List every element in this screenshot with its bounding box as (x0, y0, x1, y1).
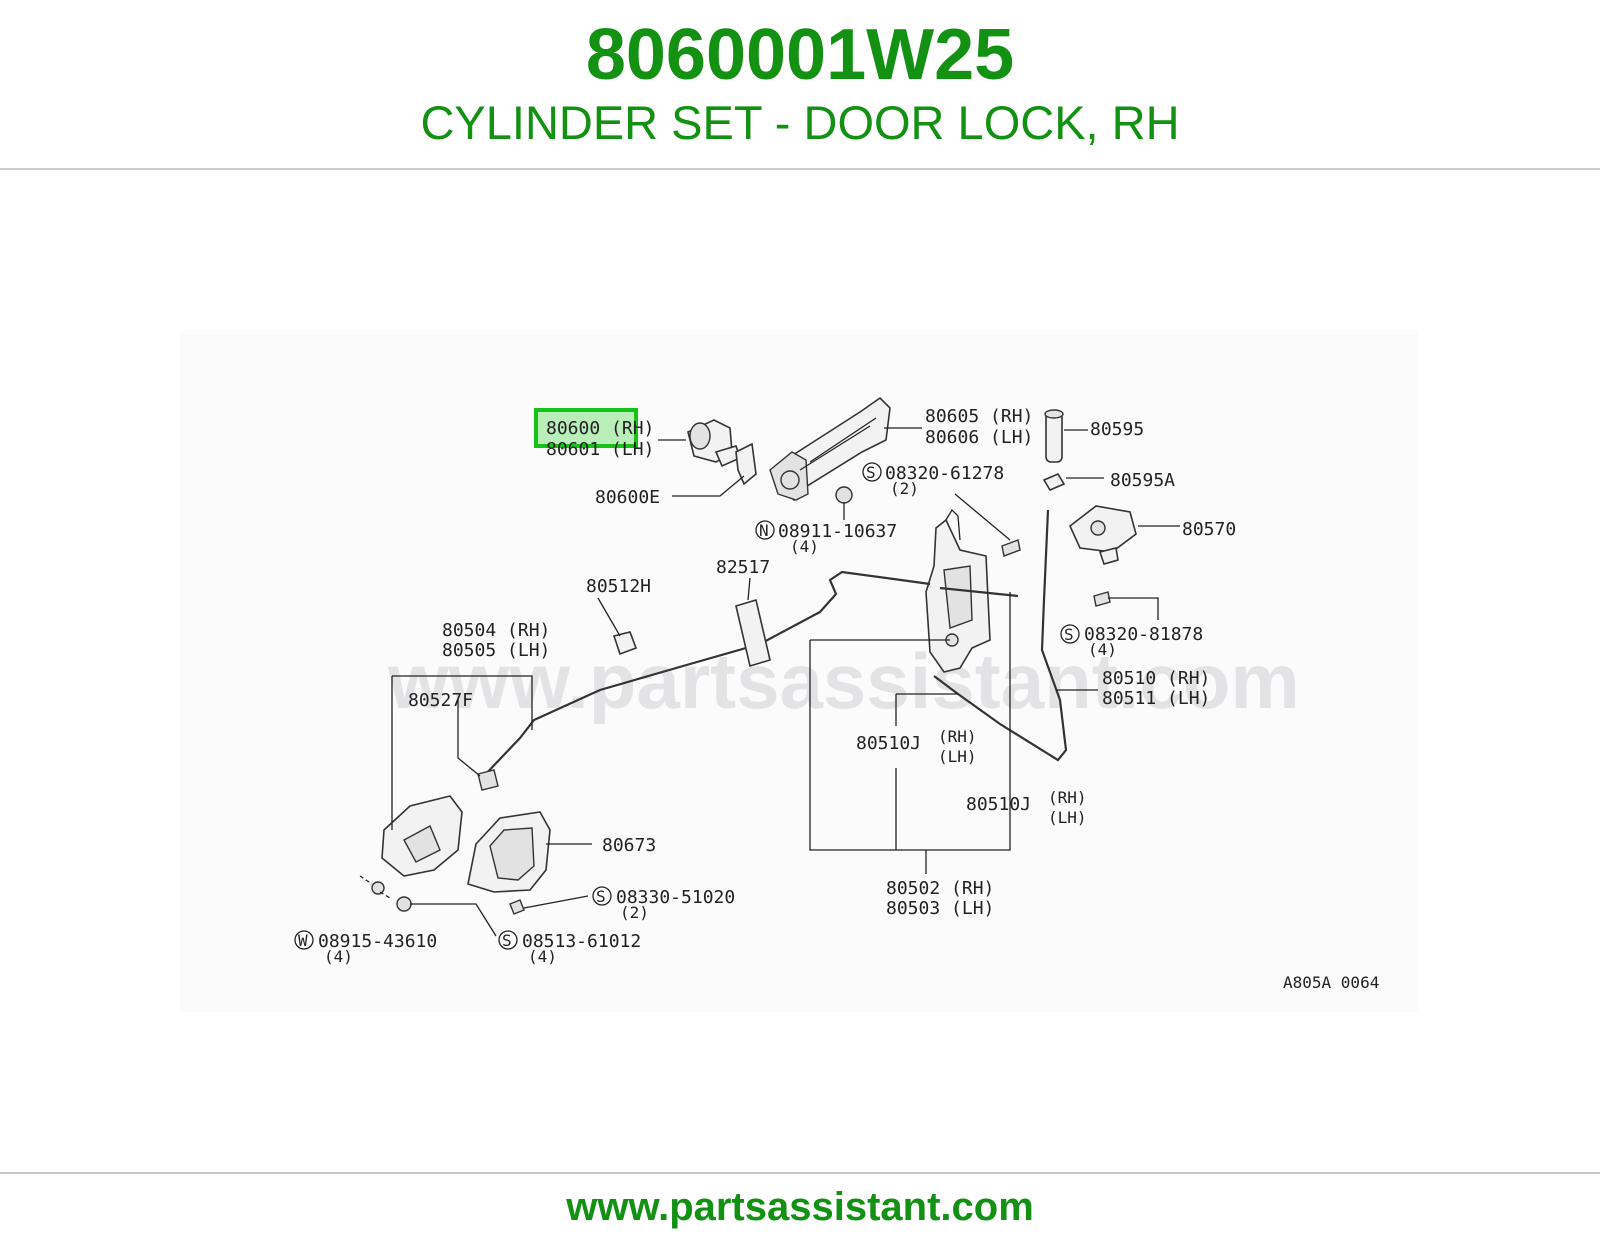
inside-handle-part[interactable] (467, 811, 551, 893)
cylinder-lock-part[interactable] (687, 419, 741, 468)
label-80512H[interactable]: 80512H (586, 576, 651, 597)
header-divider (0, 168, 1600, 170)
clip-80527F-part[interactable] (477, 769, 499, 791)
label-80570[interactable]: 80570 (1182, 519, 1236, 540)
label-80510J-b[interactable]: 80510J (966, 794, 1031, 815)
page-header: 8060001W25 CYLINDER SET - DOOR LOCK, RH (0, 0, 1600, 170)
label-80673[interactable]: 80673 (602, 835, 656, 856)
label-80601[interactable]: 80601 (LH) (546, 439, 654, 460)
label-08320-61278[interactable]: 08320-61278 (885, 463, 1004, 484)
label-80502[interactable]: 80502 (RH) (886, 878, 994, 899)
label-80595[interactable]: 80595 (1090, 419, 1144, 440)
highlighted-part-marker[interactable] (534, 408, 638, 448)
label-80505[interactable]: 80505 (LH) (442, 640, 550, 661)
parts-diagram-panel (180, 330, 1418, 1012)
qty-08330-51020: (2) (620, 903, 649, 922)
handle-bracket-part[interactable] (381, 795, 463, 877)
striker-part[interactable] (1069, 505, 1137, 565)
figure-code: A805A 0064 (1283, 973, 1379, 992)
label-80510J-b-rh: (RH) (1048, 788, 1087, 807)
protector-82517-part[interactable] (735, 598, 771, 668)
label-80504[interactable]: 80504 (RH) (442, 620, 550, 641)
washer-symbol (294, 930, 314, 950)
screw-symbol-3 (592, 886, 612, 906)
rod-80502-part[interactable] (939, 586, 1019, 598)
screw-08330-51020-part[interactable] (509, 899, 525, 915)
qty-08911-10637: (4) (790, 537, 819, 556)
footer-divider (0, 1172, 1600, 1174)
leader-lines (359, 427, 1180, 937)
washer-symbol-letter: W (298, 931, 308, 950)
label-08911-10637[interactable]: 08911-10637 (778, 521, 897, 542)
label-80510J-a-rh: (RH) (938, 727, 977, 746)
door-lock-assembly-part[interactable] (925, 508, 991, 673)
label-08330-51020[interactable]: 08330-51020 (616, 887, 735, 908)
footer-url-link[interactable]: www.partsassistant.com (566, 1185, 1034, 1229)
screw-symbol-letter-2: S (1064, 625, 1074, 644)
qty-08320-81878: (4) (1088, 640, 1117, 659)
label-08915-43610[interactable]: 08915-43610 (318, 931, 437, 952)
outside-handle-part[interactable] (769, 396, 891, 502)
label-80510J-b-lh: (LH) (1048, 808, 1087, 827)
label-08513-61012[interactable]: 08513-61012 (522, 931, 641, 952)
screw-symbol-letter: S (866, 463, 876, 482)
screw-symbol-letter-3: S (596, 887, 606, 906)
label-80511[interactable]: 80511 (LH) (1102, 688, 1210, 709)
screw-symbol-4 (498, 930, 518, 950)
part-labels: 80600 (RH) 80601 (LH) 80600E 80605 (RH) … (294, 406, 1379, 992)
label-80503[interactable]: 80503 (LH) (886, 898, 994, 919)
watermark-text: www.partsassistant.com (387, 637, 1300, 725)
washer-08915-part[interactable] (371, 881, 385, 895)
label-80605[interactable]: 80605 (RH) (925, 406, 1033, 427)
retainer-clip-part[interactable] (735, 442, 757, 486)
label-80606[interactable]: 80606 (LH) (925, 427, 1033, 448)
qty-08513-61012: (4) (528, 947, 557, 966)
rod-80510-part[interactable] (933, 509, 1068, 762)
part-title: CYLINDER SET - DOOR LOCK, RH (420, 96, 1180, 149)
screw-symbol-letter-4: S (502, 931, 512, 950)
label-80510J-a[interactable]: 80510J (856, 733, 921, 754)
rod-80595-part[interactable] (1044, 409, 1064, 463)
nut-symbol-letter: N (759, 521, 769, 540)
qty-08320-61278: (2) (890, 479, 919, 498)
label-80510J-a-lh: (LH) (938, 747, 977, 766)
label-80527F[interactable]: 80527F (408, 690, 473, 711)
screw-symbol (862, 462, 882, 482)
part-number: 8060001W25 (585, 15, 1015, 95)
screw-symbol-2 (1060, 624, 1080, 644)
label-08320-81878[interactable]: 08320-81878 (1084, 624, 1203, 645)
label-80595A[interactable]: 80595A (1110, 470, 1175, 491)
label-80600[interactable]: 80600 (RH) (546, 418, 654, 439)
clip-80595A-part[interactable] (1042, 472, 1066, 492)
qty-08915-43610: (4) (324, 947, 353, 966)
label-82517[interactable]: 82517 (716, 557, 770, 578)
screw-08320-61278-part[interactable] (1001, 539, 1021, 557)
nut-08911-part[interactable] (835, 486, 853, 504)
screw-08513-part[interactable] (396, 896, 412, 912)
nut-symbol (755, 520, 775, 540)
screw-08320-81878-part[interactable] (1093, 591, 1111, 607)
clip-80512H-part[interactable] (612, 631, 638, 656)
label-80600E[interactable]: 80600E (595, 487, 660, 508)
label-80510[interactable]: 80510 (RH) (1102, 668, 1210, 689)
